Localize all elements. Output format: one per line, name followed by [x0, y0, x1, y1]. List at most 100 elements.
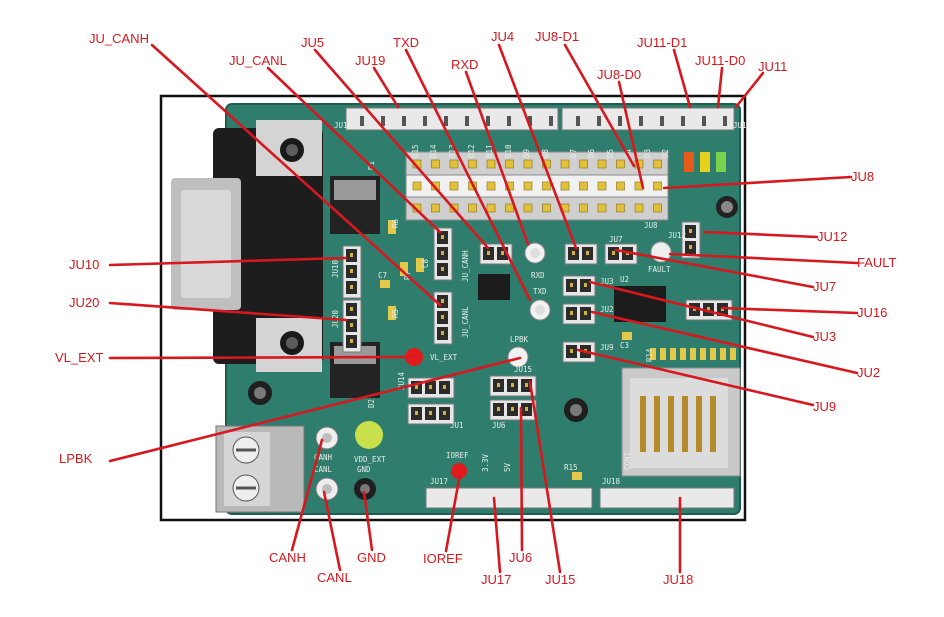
ju8-pin — [597, 159, 607, 169]
label-ju9: JU9 — [813, 399, 837, 414]
ju8-pin — [431, 159, 440, 169]
label-ju11-d0: JU11-D0 — [695, 53, 746, 68]
ju8-pin — [653, 181, 662, 191]
jumper-ju-canl — [433, 291, 453, 345]
silk-ju15: JU15 — [514, 365, 532, 374]
silk-d2: D2 — [661, 149, 670, 158]
line-gnd — [362, 490, 374, 552]
line-vl-ext — [108, 355, 416, 360]
label-ju20: JU20 — [69, 295, 100, 310]
part-c8 — [416, 258, 424, 272]
line-ju11-d1 — [672, 48, 692, 109]
silk-ju-canh: JU_CANH — [461, 250, 470, 282]
header-ju11 — [561, 107, 735, 131]
label-ju7: JU7 — [813, 279, 837, 294]
silk-ju14: JU14 — [397, 371, 406, 390]
header-ju18 — [599, 487, 735, 509]
label-ju3: JU3 — [813, 329, 837, 344]
silk-ju10: JU10 — [331, 259, 340, 278]
db9-connector — [171, 120, 323, 372]
ju8-pin — [579, 159, 588, 169]
silk-d11: D11 — [485, 144, 494, 158]
label-lpbk: LPBK — [59, 451, 93, 466]
silk-ju3: JU3 — [600, 277, 614, 286]
ju8-pin — [412, 181, 422, 191]
silk-d4: D4 — [624, 148, 633, 158]
line-ju6 — [519, 406, 524, 552]
ju8-pin — [560, 159, 570, 169]
jumper-ju20 — [342, 299, 362, 353]
line-ju20 — [108, 301, 348, 322]
line-ju19 — [372, 66, 400, 109]
jumper-ju1 — [407, 403, 455, 425]
label-ju6: JU6 — [509, 550, 533, 565]
line-ju5 — [313, 48, 490, 250]
label-ju-canh: JU_CANH — [89, 31, 149, 46]
label-fault: FAULT — [857, 255, 897, 270]
header-ju17 — [425, 487, 593, 509]
label-ju17: JU17 — [481, 572, 512, 587]
ju8-pin — [542, 181, 551, 191]
label-canl: CANL — [317, 570, 352, 585]
label-ju8: JU8 — [851, 169, 875, 184]
ju8-pin — [616, 203, 625, 213]
silk-ju9: JU9 — [600, 343, 614, 352]
label-gnd: GND — [357, 550, 386, 565]
label-ju10: JU10 — [69, 257, 100, 272]
label-ju5: JU5 — [301, 35, 325, 50]
label-ju11-d1: JU11-D1 — [637, 35, 688, 50]
jumper-ju16 — [685, 299, 733, 321]
ju8-pin — [486, 181, 496, 191]
ic-transceiver — [478, 274, 510, 300]
ju8-pin — [449, 181, 459, 191]
part-r5 — [388, 306, 396, 320]
silk-rxd: RXD — [531, 271, 545, 280]
part-c7 — [380, 280, 390, 288]
line-ju3 — [588, 280, 815, 339]
ju8-pin — [597, 203, 607, 213]
silk-d12: D12 — [467, 144, 476, 158]
header-ju19 — [345, 107, 559, 131]
line-ju11 — [734, 71, 765, 109]
ju8-pin — [523, 181, 533, 191]
silk-ju-canl: JU_CANL — [461, 306, 470, 338]
part-r7 — [400, 262, 408, 276]
silk-v33: 3.3V — [481, 453, 490, 472]
label-canh: CANH — [269, 550, 306, 565]
line-canh — [290, 438, 324, 552]
silk-ju19: JU19 — [334, 121, 352, 130]
label-ju15: JU15 — [545, 572, 576, 587]
line-ju-canh — [150, 43, 442, 307]
silk-r14: R14 — [645, 348, 654, 362]
label-ju12: JU12 — [817, 229, 848, 244]
line-ju4 — [497, 43, 578, 250]
silk-v5: 5V — [503, 462, 512, 472]
part-r15 — [572, 472, 582, 480]
jumper-ju6 — [489, 399, 537, 421]
silk-txd: TXD — [533, 287, 547, 296]
vdd-ext-led — [355, 421, 383, 449]
silk-ju12: JU12 — [668, 231, 686, 240]
silk-ju1: JU1 — [450, 421, 464, 430]
silk-d8: D8 — [541, 148, 550, 158]
label-ju2: JU2 — [857, 365, 881, 380]
ju8-pin — [468, 159, 477, 169]
silk-c8: C8 — [421, 258, 430, 268]
silk-ju2: JU2 — [600, 305, 614, 314]
line-ju12 — [702, 230, 819, 239]
part-d1-tab — [334, 180, 376, 200]
silk-canh: CANH — [314, 453, 333, 462]
post-top-right-cap — [721, 201, 733, 213]
jumper-ju12 — [681, 221, 701, 259]
silk-d5: D5 — [606, 149, 615, 158]
sd-card-socket — [621, 367, 741, 477]
ic-u2 — [614, 286, 666, 322]
line-ioref — [444, 472, 462, 553]
silk-d3: D3 — [643, 149, 652, 158]
silk-d6: D6 — [587, 148, 596, 158]
ju8-pin — [486, 203, 496, 213]
line-ju-canl — [266, 66, 442, 234]
line-ju2 — [590, 310, 859, 375]
line-ju8-d0 — [617, 80, 645, 190]
